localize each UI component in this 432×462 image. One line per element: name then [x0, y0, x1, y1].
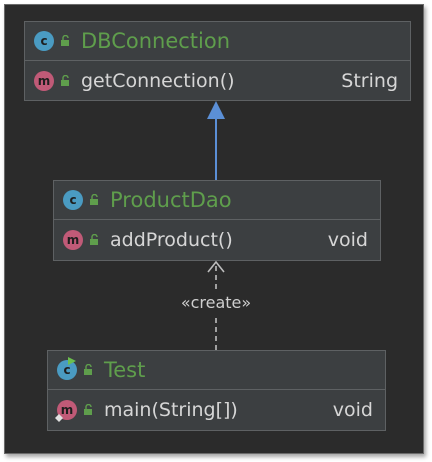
unlocked-lock-icon [90, 233, 98, 245]
method-row[interactable]: m addProduct() void [54, 220, 380, 259]
method-return-type: String [341, 69, 398, 92]
class-header: c Test [48, 351, 385, 390]
run-indicator-icon [68, 357, 76, 365]
class-name: ProductDao [110, 188, 232, 212]
class-name: DBConnection [81, 29, 231, 53]
method-name: addProduct() [110, 228, 233, 251]
method-return-type: void [332, 398, 373, 421]
unlocked-lock-icon [90, 194, 98, 205]
method-badge-icon: m [63, 229, 83, 250]
class-badge-icon: c [63, 190, 83, 210]
class-badge-icon: c [57, 360, 77, 380]
dependency-arrowhead [207, 260, 225, 273]
static-pin-icon [55, 414, 63, 422]
method-badge-icon: m [34, 70, 54, 91]
create-stereotype-label: «create» [180, 293, 252, 312]
unlocked-lock-icon [61, 35, 69, 46]
class-header: c DBConnection [25, 22, 410, 61]
unlocked-lock-icon [84, 364, 92, 375]
class-badge-icon: c [34, 31, 54, 51]
method-row[interactable]: m getConnection() String [25, 61, 410, 100]
class-node-productdao[interactable]: c ProductDao m addProduct() void [53, 180, 381, 261]
method-name: main(String[]) [104, 398, 238, 421]
unlocked-lock-icon [84, 403, 92, 415]
class-node-dbconnection[interactable]: c DBConnection m getConnection() String [24, 21, 411, 101]
unlocked-lock-icon [61, 74, 69, 86]
method-row[interactable]: m main(String[]) void [48, 390, 385, 429]
method-name: getConnection() [81, 69, 235, 92]
inheritance-arrowhead [207, 101, 225, 119]
class-name: Test [104, 358, 146, 382]
method-badge-icon: m [57, 399, 77, 420]
class-header: c ProductDao [54, 181, 380, 220]
class-node-test[interactable]: c Test m main(String[]) void [47, 350, 386, 431]
method-return-type: void [327, 228, 368, 251]
